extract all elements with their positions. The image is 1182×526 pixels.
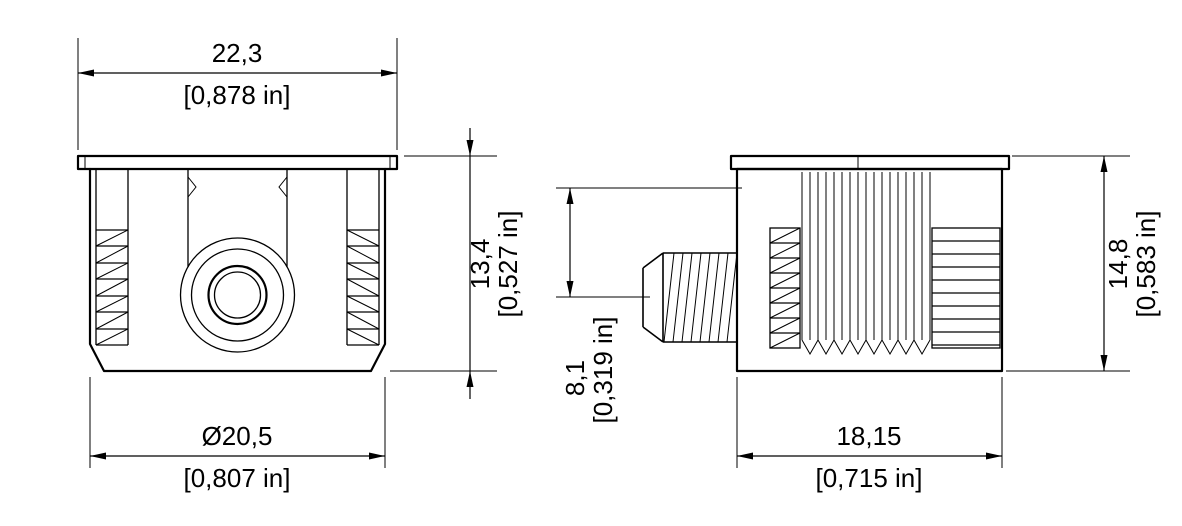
dim-front-height-inch: [0,527 in] [493,211,523,318]
arrowhead-left [90,452,106,460]
side-right-rib-lines [932,240,1000,346]
side-fin-lines [801,172,931,340]
arrowhead-bottom [1100,355,1108,371]
dim-front-diameter-inch: [0,807 in] [184,463,291,493]
front-flange-ticks [84,156,391,169]
side-view [642,154,1011,373]
dim-front-height: 13,4 [0,527 in] [390,128,523,399]
front-body [88,167,387,373]
dim-side-height: 14,8 [0,583 in] [1006,155,1161,372]
dim-extension-lines [390,155,497,372]
dim-extension-lines [736,377,1003,468]
dim-front-diameter-mm: Ø20,5 [202,421,273,451]
front-left-rib-lines [96,229,128,346]
front-right-rib-lines [347,229,379,346]
side-screw-thread-hatch [663,252,738,343]
side-fin-serration [801,338,931,356]
arrowhead-left [737,452,753,460]
front-left-rib-hatch [95,229,129,346]
front-cam-pocket-inner [190,248,285,342]
dim-side-height-inch: [0,583 in] [1131,211,1161,318]
front-right-rib-hatch [346,229,380,346]
dim-extension-lines [1006,155,1130,372]
dim-side-height-mm: 14,8 [1103,239,1133,290]
front-inner-walls [95,169,380,345]
side-body [735,167,1004,373]
side-left-rib-lines [770,242,800,334]
arrowhead-right [381,69,397,77]
front-view [76,154,399,373]
dim-side-offset-inch: [0,319 in] [588,317,618,424]
side-left-rib-hatch [769,227,801,349]
dim-side-offset: 8,1 [0,319 in] [556,187,742,424]
front-slot [187,169,288,267]
dim-front-height-mm: 13,4 [465,239,495,290]
dim-front-width-mm: 22,3 [212,38,263,68]
arrowhead-top [1100,156,1108,172]
side-right-rib-block [931,227,1001,349]
front-cam-pocket-outer [179,237,296,353]
arrowhead-top [566,188,574,204]
dim-side-offset-mm: 8,1 [560,360,590,396]
dim-extension-lines [89,377,386,468]
dim-side-width: 18,15 [0,715 in] [736,377,1003,493]
front-flange [76,154,399,171]
arrowhead-top [466,140,474,156]
arrowhead-left [78,69,94,77]
dim-front-width: 22,3 [0,878 in] [77,38,398,150]
arrowhead-right [369,452,385,460]
front-bore-inner [213,271,262,319]
dim-side-width-inch: [0,715 in] [816,463,923,493]
front-slot-barbs [187,176,288,198]
dim-front-width-inch: [0,878 in] [184,80,291,110]
side-flange [729,154,1011,171]
front-bore-outer [207,264,268,326]
arrowhead-bottom [466,371,474,387]
dim-front-diameter: Ø20,5 [0,807 in] [89,377,386,493]
dim-extension-lines [556,187,742,298]
arrowhead-right [986,452,1002,460]
arrowhead-bottom [566,281,574,297]
dim-side-width-mm: 18,15 [836,421,901,451]
dim-extension-lines [77,38,398,150]
